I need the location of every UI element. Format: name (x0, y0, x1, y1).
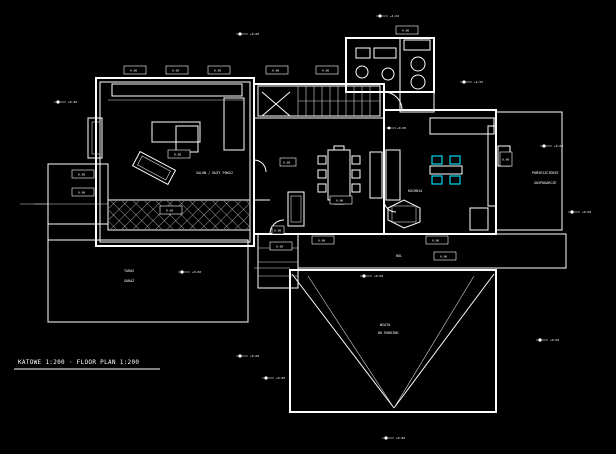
level-tag: 0.00 (269, 241, 293, 251)
level-tag: 0.00 (123, 65, 147, 75)
level-tag: 0.00 (425, 235, 449, 245)
svg-text:0.00: 0.00 (440, 255, 447, 259)
room-label-side: POMIESZCZENIE (532, 171, 559, 175)
svg-text:0.00: 0.00 (214, 69, 221, 73)
svg-text:0.00: 0.00 (432, 239, 439, 243)
level-tag: 0.00 (395, 25, 419, 35)
level-tag: 0.00 (159, 205, 183, 215)
room-label-living: SALON / DUŻY POKÓJ (196, 170, 233, 175)
svg-text:+0.00: +0.00 (250, 354, 259, 358)
elevation-marker: +0.00 (236, 32, 259, 36)
drawing-title: KATOWE 1:200 · FLOOR PLAN 1:200 (18, 359, 139, 366)
room-label-kitchen: KUCHNIA (408, 189, 422, 193)
svg-text:0.00: 0.00 (276, 245, 283, 249)
interior-walls (254, 92, 496, 234)
svg-text:+0.00: +0.00 (374, 274, 383, 278)
elevation-marker: +0.90 (54, 100, 77, 104)
elevation-marker: +1.62 (376, 14, 399, 18)
room-label-carport-sub: DO PARKING (378, 331, 398, 335)
level-tags: 0.00 0.00 0.00 0.00 0.00 0.00 0.00 0.00 … (71, 25, 513, 261)
svg-text:+0.00: +0.00 (276, 376, 285, 380)
elevation-markers: +0.00 +1.62 +2.55 +0.90 +0.00 +0.00 +0.0… (54, 14, 591, 440)
svg-text:0.00: 0.00 (78, 191, 85, 195)
elevation-marker: +0.00 (236, 354, 259, 358)
level-tag: 0.00 (499, 151, 513, 167)
svg-text:+0.90: +0.90 (68, 100, 77, 104)
elevation-marker: +0.00 (382, 436, 405, 440)
garage-structure (257, 233, 567, 413)
level-tag: 0.00 (311, 235, 335, 245)
svg-text:0.00: 0.00 (174, 153, 181, 157)
room-label-hall: HOL (396, 254, 402, 258)
level-tag: 0.00 (167, 149, 191, 159)
svg-text:0.00: 0.00 (336, 199, 343, 203)
elevation-marker: +0.00 (386, 126, 406, 130)
drawing-title-block: KATOWE 1:200 · FLOOR PLAN 1:200 (14, 359, 160, 370)
room-label-carport: WIATA (380, 323, 390, 327)
level-tag: 0.00 (165, 65, 189, 75)
utility-fixtures (355, 39, 431, 111)
svg-text:0.00: 0.00 (502, 158, 509, 162)
elevation-marker: +0.00 (568, 210, 591, 214)
svg-text:+0.00: +0.00 (554, 144, 563, 148)
svg-text:+0.00: +0.00 (550, 338, 559, 342)
svg-text:0.00: 0.00 (272, 69, 279, 73)
svg-text:0.00: 0.00 (130, 69, 137, 73)
elevation-marker: +2.55 (460, 80, 483, 84)
level-tag: 0.00 (207, 65, 231, 75)
svg-text:+0.00: +0.00 (582, 210, 591, 214)
staircase (257, 85, 381, 117)
room-labels: SALON / DUŻY POKÓJ KUCHNIA HOL TARAS GAR… (124, 170, 559, 335)
elevation-marker: +0.00 (536, 338, 559, 342)
level-tag: 0.00 (71, 187, 95, 197)
room-label-garage: GARAŻ (124, 278, 134, 283)
level-tag: 0.00 (329, 195, 353, 205)
room-label-terrace: TARAS (124, 269, 134, 273)
svg-text:+1.62: +1.62 (390, 14, 399, 18)
svg-text:0.00: 0.00 (166, 209, 173, 213)
door-swings (253, 159, 397, 235)
svg-text:+0.00: +0.00 (192, 270, 201, 274)
section-lines (20, 203, 290, 269)
svg-text:+0.00: +0.00 (397, 126, 406, 130)
svg-text:0.00: 0.00 (283, 161, 290, 165)
svg-text:0.00: 0.00 (172, 69, 179, 73)
elevation-marker: +0.00 (262, 376, 285, 380)
svg-text:0.00: 0.00 (318, 239, 325, 243)
svg-text:0.00: 0.00 (322, 69, 329, 73)
elevation-marker: +0.00 (540, 144, 563, 148)
elevation-marker: +0.00 (178, 270, 201, 274)
svg-text:0.00: 0.00 (274, 229, 281, 233)
elevation-marker: +0.00 (360, 274, 383, 278)
level-tag: 0.00 (315, 65, 339, 75)
level-tag: 0.00 (271, 225, 285, 235)
level-tag: 0.00 (71, 169, 95, 179)
svg-text:0.00: 0.00 (78, 173, 85, 177)
terrace-hatch (107, 199, 251, 231)
svg-text:0.00: 0.00 (402, 29, 409, 33)
svg-text:+0.00: +0.00 (250, 32, 259, 36)
level-tag: 0.00 (265, 65, 289, 75)
level-tag: 0.00 (279, 157, 297, 167)
room-label-side-sub: GOSPODARCZE (534, 181, 556, 185)
svg-text:+2.55: +2.55 (474, 80, 483, 84)
level-tag: 0.00 (433, 251, 457, 261)
svg-text:+0.00: +0.00 (396, 436, 405, 440)
